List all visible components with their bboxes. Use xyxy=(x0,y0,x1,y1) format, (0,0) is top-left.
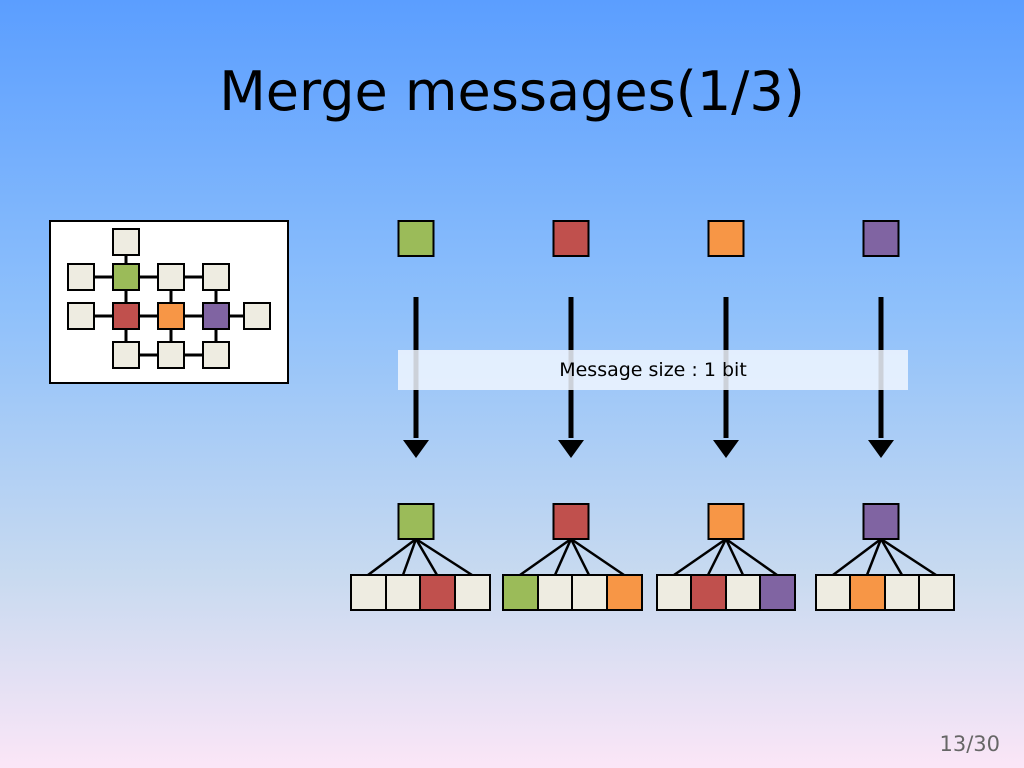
network-nodes xyxy=(67,228,271,369)
tree-link xyxy=(724,538,745,576)
tree-link xyxy=(519,537,572,577)
child-cell-purple xyxy=(759,574,796,611)
child-cell-empty xyxy=(350,574,387,611)
merged-message-red xyxy=(552,503,590,540)
network-node-empty xyxy=(243,302,271,330)
child-cell-red xyxy=(690,574,727,611)
network-graph-thumbnail xyxy=(49,220,289,384)
arrow-head xyxy=(868,440,894,458)
child-cell-orange xyxy=(606,574,643,611)
child-cell-empty xyxy=(385,574,422,611)
merged-message-purple xyxy=(862,503,900,540)
arrow-head xyxy=(403,440,429,458)
tree-link xyxy=(553,538,573,576)
child-cell-green xyxy=(502,574,539,611)
tree-link xyxy=(865,538,883,576)
network-node-empty xyxy=(157,341,185,369)
tree-link xyxy=(832,538,882,576)
child-cell-empty xyxy=(656,574,693,611)
child-cell-empty xyxy=(815,574,852,611)
child-cell-red xyxy=(419,574,456,611)
tree-link xyxy=(367,538,417,576)
slide-title: Merge messages(1/3) xyxy=(219,60,805,123)
child-cell-empty xyxy=(918,574,955,611)
tree-link xyxy=(414,538,439,576)
arrow-head xyxy=(713,440,739,458)
child-cell-empty xyxy=(571,574,608,611)
child-cell-empty xyxy=(884,574,921,611)
merge-trees xyxy=(350,503,955,611)
tree-link xyxy=(879,538,904,576)
child-cell-empty xyxy=(454,574,491,611)
child-cell-empty xyxy=(725,574,762,611)
network-node-orange xyxy=(157,302,185,330)
network-node-green xyxy=(112,263,140,291)
network-node-purple xyxy=(202,302,230,330)
source-message-red xyxy=(552,220,590,257)
message-size-band xyxy=(398,350,908,390)
network-node-empty xyxy=(202,341,230,369)
source-message-green xyxy=(397,220,435,257)
tree-link xyxy=(570,537,625,577)
tree-link xyxy=(569,538,591,576)
tree-link xyxy=(725,537,778,577)
network-node-empty xyxy=(157,263,185,291)
tree-link xyxy=(401,538,418,576)
source-message-orange xyxy=(707,220,745,257)
source-message-purple xyxy=(862,220,900,257)
network-node-red xyxy=(112,302,140,330)
network-node-empty xyxy=(67,302,95,330)
tree-link xyxy=(706,538,728,576)
merged-message-orange xyxy=(707,503,745,540)
message-size-label: Message size : 1 bit xyxy=(559,359,747,381)
network-node-empty xyxy=(112,341,140,369)
merged-message-green xyxy=(397,503,435,540)
tree-link xyxy=(880,537,937,577)
network-node-empty xyxy=(202,263,230,291)
arrow-head xyxy=(558,440,584,458)
page-number: 13/30 xyxy=(939,732,1000,756)
child-cell-empty xyxy=(537,574,574,611)
tree-link xyxy=(673,537,727,577)
tree-link xyxy=(415,537,473,577)
network-node-empty xyxy=(67,263,95,291)
child-cell-orange xyxy=(849,574,886,611)
network-node-empty xyxy=(112,228,140,256)
source-messages xyxy=(397,220,900,257)
